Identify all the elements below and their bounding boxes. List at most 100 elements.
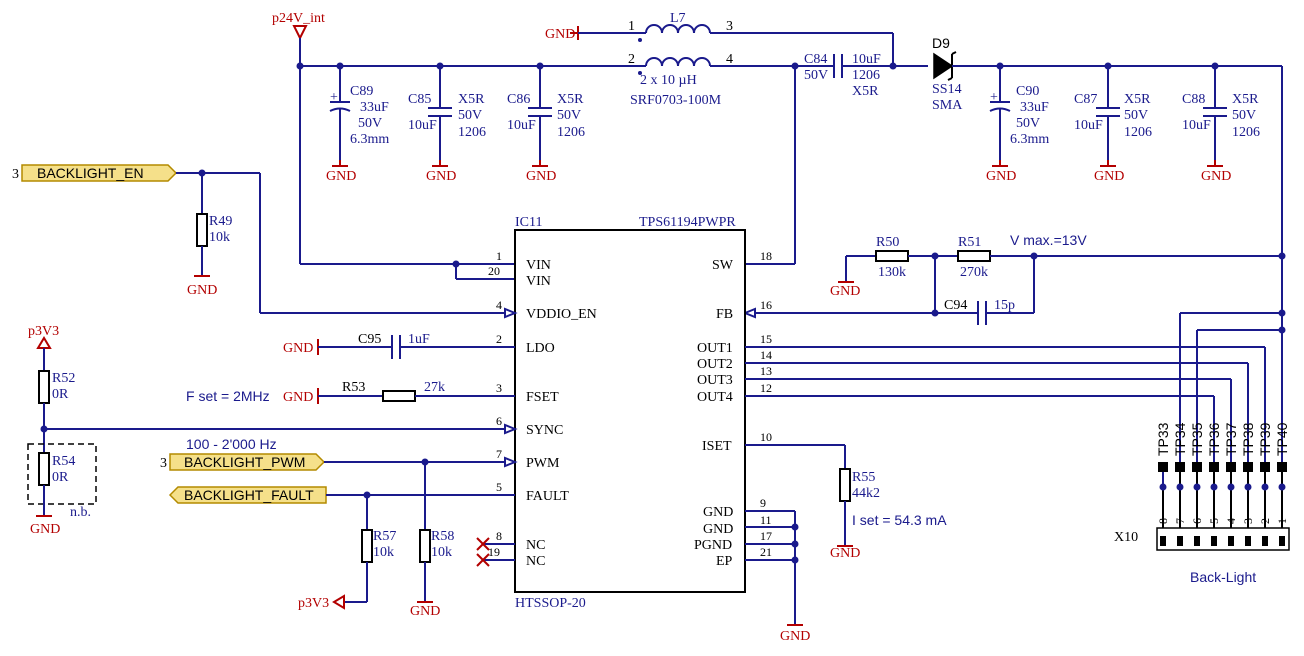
- r57-value: 10k: [373, 545, 394, 560]
- c85-dielectric: X5R: [458, 92, 485, 107]
- c90-value: 33uF: [1020, 100, 1049, 115]
- pin-fb-label: FB: [716, 307, 733, 322]
- backlight-fault-label: BACKLIGHT_FAULT: [184, 487, 314, 503]
- c84-value: 10uF: [852, 52, 881, 67]
- c84-ref: C84: [804, 52, 827, 67]
- pwm-range-note: 100 - 2'000 Hz: [186, 436, 277, 452]
- d9-package: SMA: [932, 98, 963, 113]
- tp39-label: TP39: [1257, 422, 1273, 456]
- tp37-label: TP37: [1223, 422, 1239, 456]
- pin-ep-label: EP: [716, 554, 733, 569]
- pin-num: 11: [760, 513, 772, 527]
- pin-num: 3: [1241, 518, 1255, 524]
- l7-value: 2 x 10 µH: [640, 73, 697, 88]
- p3v3-label: p3V3: [298, 596, 329, 611]
- c85-size: 1206: [458, 125, 486, 140]
- tp38-label: TP38: [1240, 422, 1256, 456]
- r50-ref: R50: [876, 235, 899, 250]
- c84-voltage: 50V: [804, 68, 828, 83]
- l7-pin2: 2: [628, 52, 635, 67]
- plus-sign: +: [990, 90, 998, 105]
- pin-num: 6: [1190, 518, 1204, 524]
- c88-size: 1206: [1232, 125, 1260, 140]
- c86-voltage: 50V: [557, 108, 581, 123]
- sync-network: p3V3 R52 0R R54 0R n.b. GND: [27, 324, 518, 537]
- tp35-label: TP35: [1189, 422, 1205, 456]
- resistor-r58: R58 10k GND: [410, 462, 454, 619]
- capacitor-c86: C86 10uF X5R 50V 1206 GND: [507, 66, 585, 184]
- pin-out4-label: OUT4: [697, 390, 733, 405]
- resistor-r57: p3V3 R57 10k: [298, 495, 396, 611]
- ldo-c95: GND C95 1uF: [283, 332, 515, 359]
- pin-num: 16: [760, 298, 772, 312]
- c86-ref: C86: [507, 92, 530, 107]
- gnd-label: GND: [830, 284, 860, 299]
- pin-num: 2: [496, 332, 502, 346]
- pin-num: 9: [760, 496, 766, 510]
- capacitor-c88: C88 10uF X5R 50V 1206 GND: [1182, 66, 1260, 184]
- r53-value: 27k: [424, 380, 445, 395]
- c94-ref: C94: [944, 298, 967, 313]
- c89-voltage: 50V: [358, 116, 382, 131]
- pin-fset-label: FSET: [526, 390, 559, 405]
- gnd-label: GND: [986, 169, 1016, 184]
- r51-ref: R51: [958, 235, 981, 250]
- c86-value: 10uF: [507, 118, 536, 133]
- pin-iset-label: ISET: [702, 439, 732, 454]
- p24v-power-flag: p24V_int: [272, 11, 325, 41]
- pin-num: 20: [488, 264, 500, 278]
- pin-num: 8: [496, 529, 502, 543]
- d9-ref: D9: [932, 35, 950, 51]
- r54-ref: R54: [52, 454, 75, 469]
- r53-ref: R53: [342, 380, 365, 395]
- pin-pgnd-label: PGND: [694, 538, 732, 553]
- c89-size: 6.3mm: [350, 132, 389, 147]
- c90-size: 6.3mm: [1010, 132, 1049, 147]
- gnd-label: GND: [1094, 169, 1124, 184]
- c88-value: 10uF: [1182, 118, 1211, 133]
- backlight-pwm-port: 100 - 2'000 Hz 3 BACKLIGHT_PWM: [160, 436, 518, 471]
- capacitor-c87: C87 10uF X5R 50V 1206 GND: [1074, 66, 1152, 184]
- pin-num: 13: [760, 364, 772, 378]
- pin-vin2-label: VIN: [526, 274, 551, 289]
- c90-ref: C90: [1016, 84, 1039, 99]
- c87-dielectric: X5R: [1124, 92, 1151, 107]
- r50-value: 130k: [878, 265, 906, 280]
- tp36-label: TP36: [1206, 422, 1222, 456]
- vmax-note: V max.=13V: [1010, 232, 1087, 248]
- pin-num: 8: [1156, 518, 1170, 524]
- gnd-label: GND: [326, 169, 356, 184]
- p3v3-label: p3V3: [28, 324, 59, 339]
- c86-dielectric: X5R: [557, 92, 584, 107]
- r52-ref: R52: [52, 371, 75, 386]
- pin-num: 21: [760, 545, 772, 559]
- capacitor-c84: C84 50V 10uF 1206 X5R: [792, 32, 928, 99]
- tp34-label: TP34: [1172, 422, 1188, 456]
- pin-num: 4: [1224, 518, 1238, 524]
- pin-out3-label: OUT3: [697, 373, 733, 388]
- r51-value: 270k: [960, 265, 988, 280]
- ic11-body: IC11 TPS61194PWPR HTSSOP-20 VIN VIN VDDI…: [488, 215, 772, 611]
- c87-size: 1206: [1124, 125, 1152, 140]
- sheet-ref: 3: [160, 456, 167, 471]
- r58-ref: R58: [431, 529, 454, 544]
- backlight-en-label: BACKLIGHT_EN: [37, 165, 144, 181]
- c88-dielectric: X5R: [1232, 92, 1259, 107]
- pin-pwm-label: PWM: [526, 456, 560, 471]
- pin-num: 4: [496, 298, 502, 312]
- backlight-connector-label: Back-Light: [1190, 569, 1256, 585]
- l7-part: SRF0703-100M: [630, 93, 722, 108]
- gnd-label: GND: [526, 169, 556, 184]
- p24v-net-label: p24V_int: [272, 11, 325, 26]
- r49-ref: R49: [209, 214, 232, 229]
- pin-sync-label: SYNC: [526, 423, 563, 438]
- pin-ldo-label: LDO: [526, 341, 555, 356]
- pin-sw-label: SW: [712, 258, 734, 273]
- c90-voltage: 50V: [1016, 116, 1040, 131]
- pin-num: 7: [1173, 518, 1187, 524]
- pin-vin-label: VIN: [526, 258, 551, 273]
- pin-num: 5: [1207, 518, 1221, 524]
- pin-num: 17: [760, 529, 772, 543]
- pin-fault-label: FAULT: [526, 489, 569, 504]
- c85-voltage: 50V: [458, 108, 482, 123]
